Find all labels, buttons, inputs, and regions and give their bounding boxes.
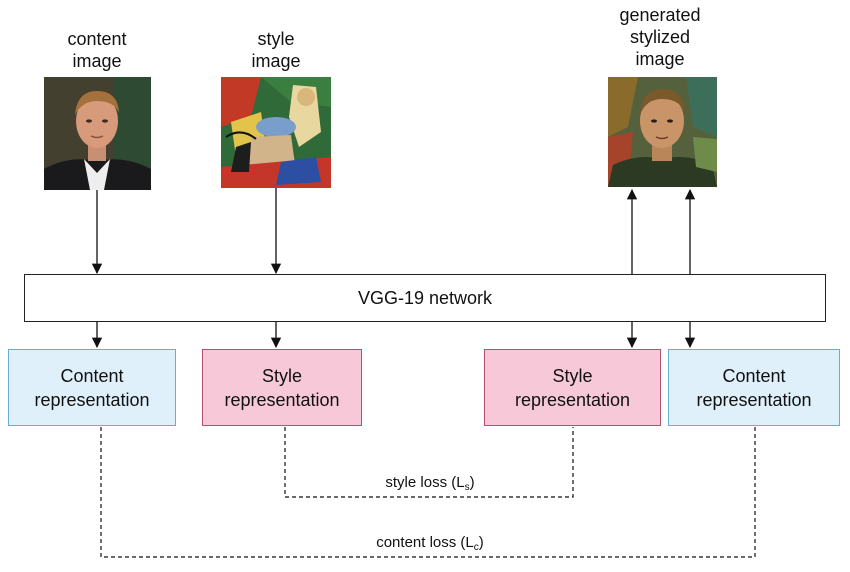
content-loss-connector	[100, 427, 756, 558]
style-loss-label: style loss (Ls)	[385, 474, 475, 493]
vgg19-network: VGG-19 network	[24, 274, 826, 322]
style-representation-left: Style representation	[202, 349, 362, 426]
content-representation-right: Content representation	[668, 349, 840, 426]
style-image-label: style image	[251, 29, 301, 71]
style-loss-connector	[284, 427, 574, 498]
content-image	[44, 77, 151, 190]
style-representation-right: Style representation	[484, 349, 661, 426]
content-image-label: content image	[67, 29, 127, 71]
style-image	[221, 77, 331, 188]
content-loss-label: content loss (Lc)	[376, 534, 484, 553]
generated-stylized-image	[608, 77, 717, 187]
vgg19-network-label: VGG-19 network	[357, 287, 493, 308]
generated-image-label: generated stylized image	[619, 5, 701, 69]
content-representation-left: Content representation	[8, 349, 176, 426]
